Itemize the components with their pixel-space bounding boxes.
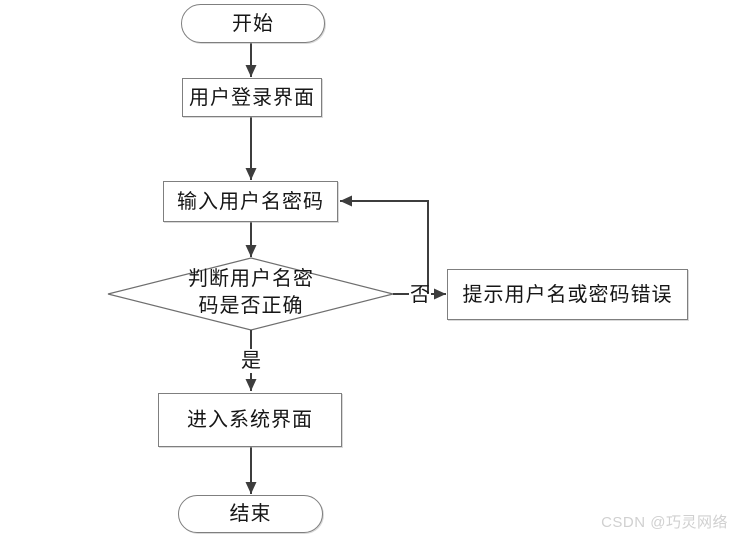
edge-label-yes: 是 <box>241 350 261 372</box>
node-decision-label: 判断用户名密 码是否正确 <box>179 264 323 322</box>
node-start-label: 开始 <box>232 12 274 35</box>
decision-label-line1: 判断用户名密 <box>188 268 314 290</box>
node-input-label: 输入用户名密码 <box>177 190 324 213</box>
node-end-label: 结束 <box>229 503 272 525</box>
decision-label-line2: 码是否正确 <box>198 295 304 317</box>
node-login-screen[interactable]: 用户登录界面 <box>182 78 322 117</box>
edge-error-loop-input <box>340 195 429 294</box>
node-enter-credentials[interactable]: 输入用户名密码 <box>163 181 338 222</box>
node-system-label: 进入系统界面 <box>187 409 313 431</box>
node-enter-system[interactable]: 进入系统界面 <box>158 393 342 447</box>
watermark-text: CSDN @巧灵网络 <box>601 514 728 531</box>
node-error-prompt[interactable]: 提示用户名或密码错误 <box>447 269 688 320</box>
node-login-label: 用户登录界面 <box>189 86 315 109</box>
node-error-label: 提示用户名或密码错误 <box>462 283 673 306</box>
node-start[interactable]: 开始 <box>181 4 325 43</box>
node-end[interactable]: 结束 <box>178 495 323 533</box>
edge-label-no: 否 <box>410 284 430 306</box>
